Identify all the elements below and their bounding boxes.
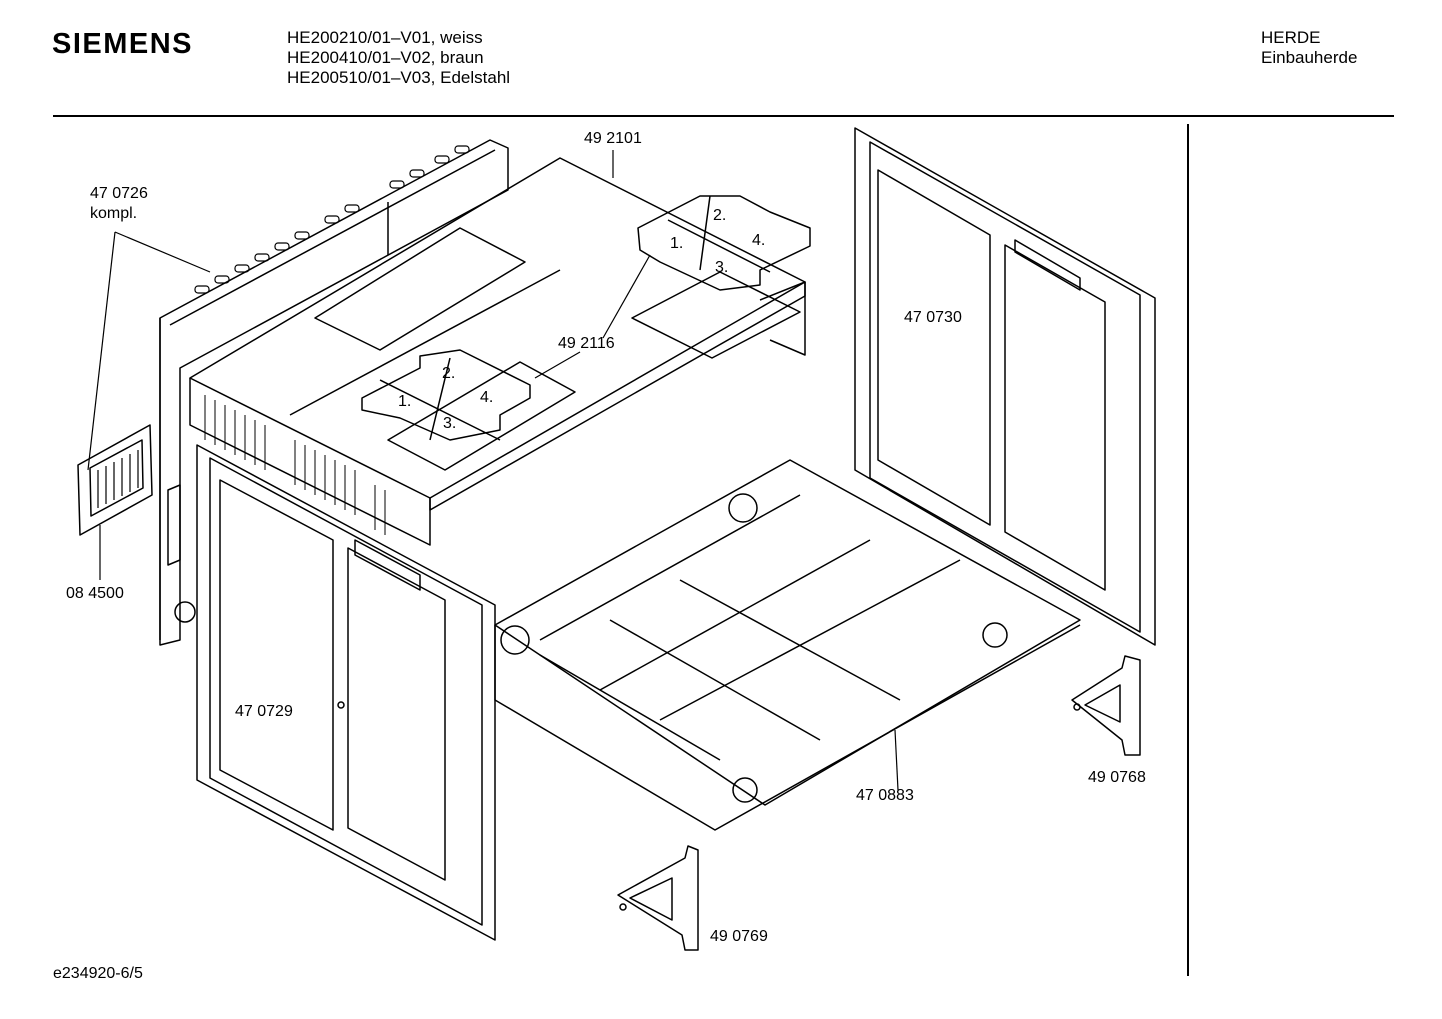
step-2-lower: 2. [442, 365, 455, 382]
drawing-id: e234920-6/5 [53, 965, 143, 982]
bracket-left-part [617, 845, 699, 951]
rear-frame-part [159, 139, 509, 646]
step-1-upper: 1. [670, 235, 683, 252]
label-492101: 49 2101 [584, 130, 642, 147]
label-490768: 49 0768 [1088, 769, 1146, 786]
model-list: HE200210/01–V01, weiss HE200410/01–V02, … [287, 28, 510, 88]
model-line-3: HE200510/01–V03, Edelstahl [287, 68, 511, 87]
header-divider [53, 115, 1394, 117]
label-492116: 49 2116 [558, 335, 615, 352]
model-line-2: HE200410/01–V02, braun [287, 48, 484, 67]
label-084500: 08 4500 [66, 585, 124, 602]
bracket-right-part [1071, 655, 1141, 756]
right-side-panel-part [854, 127, 1156, 646]
label-470883: 47 0883 [856, 787, 914, 804]
category-line-1: HERDE [1261, 28, 1321, 47]
model-line-1: HE200210/01–V01, weiss [287, 28, 483, 47]
step-4-lower: 4. [480, 389, 493, 406]
label-470730: 47 0730 [904, 309, 962, 326]
brand-logo: SIEMENS [52, 28, 194, 60]
bottom-pan-part [494, 459, 1081, 831]
step-1-lower: 1. [398, 393, 411, 410]
insulation-sheet-lower [361, 349, 531, 441]
leader-lines [87, 150, 899, 791]
right-margin-divider [1187, 124, 1189, 976]
vent-plate-part [77, 424, 153, 536]
category-line-2: Einbauherde [1261, 48, 1358, 67]
step-3-lower: 3. [443, 415, 456, 432]
top-housing-part [189, 157, 806, 546]
label-470729: 47 0729 [235, 703, 293, 720]
appliance-category: HERDE Einbauherde [1261, 28, 1357, 68]
insulation-sheet-upper [637, 195, 811, 291]
label-470726-note: kompl. [90, 205, 137, 222]
step-2-upper: 2. [713, 207, 726, 224]
left-side-panel-part [196, 444, 496, 941]
label-470726: 47 0726 [90, 185, 148, 202]
step-3-upper: 3. [715, 259, 728, 276]
label-490769: 49 0769 [710, 928, 768, 945]
step-4-upper: 4. [752, 232, 765, 249]
